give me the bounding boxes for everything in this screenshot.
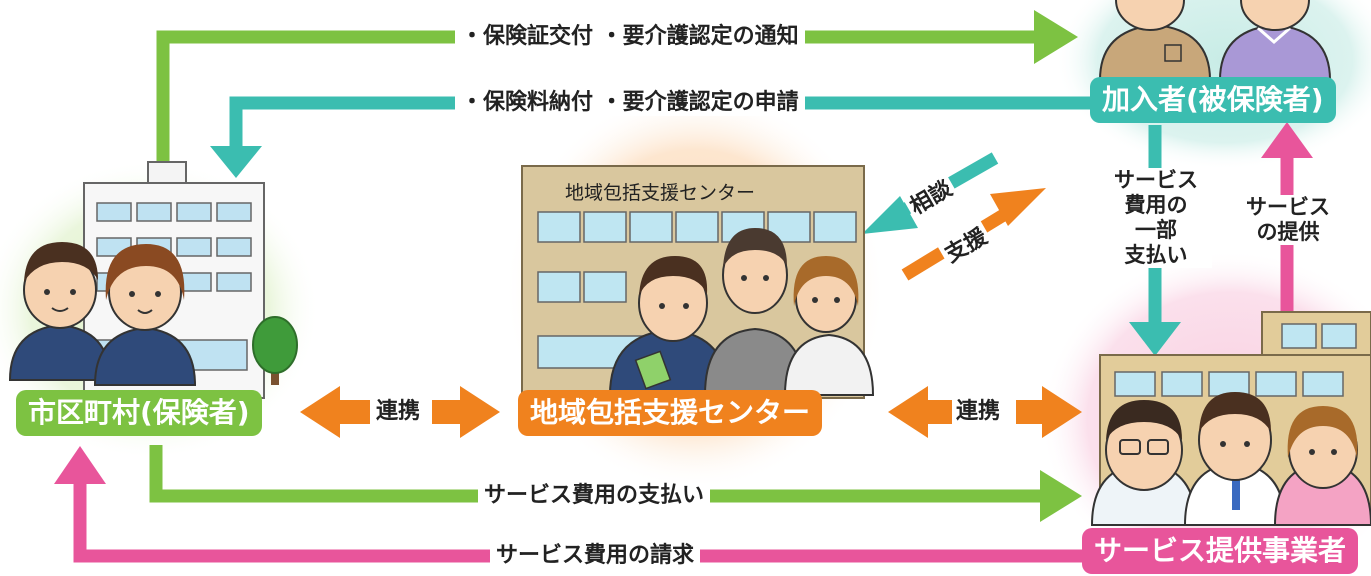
center-building-sign: 地域包括支援センター	[565, 182, 756, 204]
center-staff-man-left	[608, 256, 730, 396]
municipality-staff-man	[8, 242, 112, 381]
renkei-left-arrow	[300, 386, 500, 438]
municipality-staff-woman	[93, 244, 197, 386]
center-badge: 地域包括支援センター	[518, 390, 823, 436]
center-staff-man-middle	[703, 228, 807, 396]
municipality-badge: 市区町村(保険者)	[16, 390, 262, 436]
payment-flow-label: サービス費用の支払い	[478, 483, 711, 509]
service-provision-label: サービス の提供	[1233, 195, 1343, 245]
renkei-right-label: 連携	[956, 399, 1001, 424]
provider-badge: サービス提供事業者	[1082, 528, 1359, 574]
payment-arrowhead	[1040, 470, 1082, 522]
insured-elderly-woman	[1218, 0, 1332, 81]
billing-flow-arrow	[73, 480, 1090, 563]
payment-flow-arrow	[149, 445, 1045, 503]
insured-elderly-man	[1098, 0, 1212, 81]
billing-arrowhead	[54, 446, 106, 484]
notice-arrowhead	[1034, 10, 1078, 64]
apply-flow-arrow	[229, 96, 1090, 150]
apply-arrowhead	[210, 146, 262, 178]
provider-staff-man	[1183, 392, 1287, 526]
notice-flow-label: ・保険証交付 ・要介護認定の通知	[455, 24, 805, 50]
center-staff-woman-right	[783, 256, 875, 396]
apply-flow-label: ・保険料納付 ・要介護認定の申請	[455, 90, 805, 116]
renkei-left-label: 連携	[376, 399, 421, 424]
tree	[252, 316, 298, 385]
insured-badge: 加入者(被保険者)	[1090, 77, 1336, 123]
provider-staff-doctor	[1090, 400, 1198, 526]
billing-flow-label: サービス費用の請求	[490, 543, 701, 569]
provider-staff-woman	[1273, 406, 1371, 526]
renkei-right-arrow	[888, 386, 1082, 438]
partial-payment-label: サービス 費用の 一部 支払い	[1100, 168, 1212, 268]
